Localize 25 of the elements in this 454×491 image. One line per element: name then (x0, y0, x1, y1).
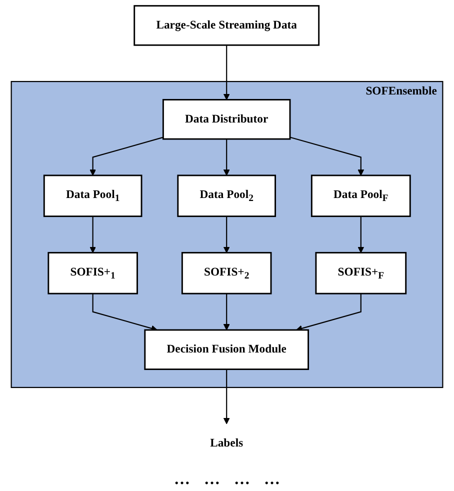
node-text: Labels (210, 436, 244, 450)
node-box: SOFIS+$_{F}$ (315, 252, 407, 294)
node-box: Decision Fusion Module (144, 329, 310, 370)
node-box: Data Distributor (162, 99, 291, 140)
arrow (223, 294, 230, 330)
arrow (223, 216, 230, 253)
arrow (90, 136, 164, 176)
arrow (223, 45, 230, 100)
ellipsis-text: … (234, 471, 250, 489)
arrow (92, 294, 158, 332)
node-box: Data Pool$_{1}$ (43, 174, 142, 218)
arrow (223, 139, 230, 176)
node-box: Data Pool$_{F}$ (310, 174, 411, 218)
arrow (290, 136, 364, 176)
node-box: Data Pool$_{2}$ (177, 174, 276, 218)
arrow (296, 294, 362, 332)
node-box: Large-Scale Streaming Data (134, 5, 320, 46)
node-box: SOFIS+$_{2}$ (181, 252, 272, 294)
arrow (358, 216, 364, 253)
arrow (223, 369, 230, 424)
arrow (90, 216, 96, 253)
ellipsis-text: … (174, 471, 190, 489)
ellipsis-text: … (264, 471, 280, 489)
ellipsis-text: … (204, 471, 220, 489)
node-box: SOFIS+$_{1}$ (48, 252, 138, 294)
